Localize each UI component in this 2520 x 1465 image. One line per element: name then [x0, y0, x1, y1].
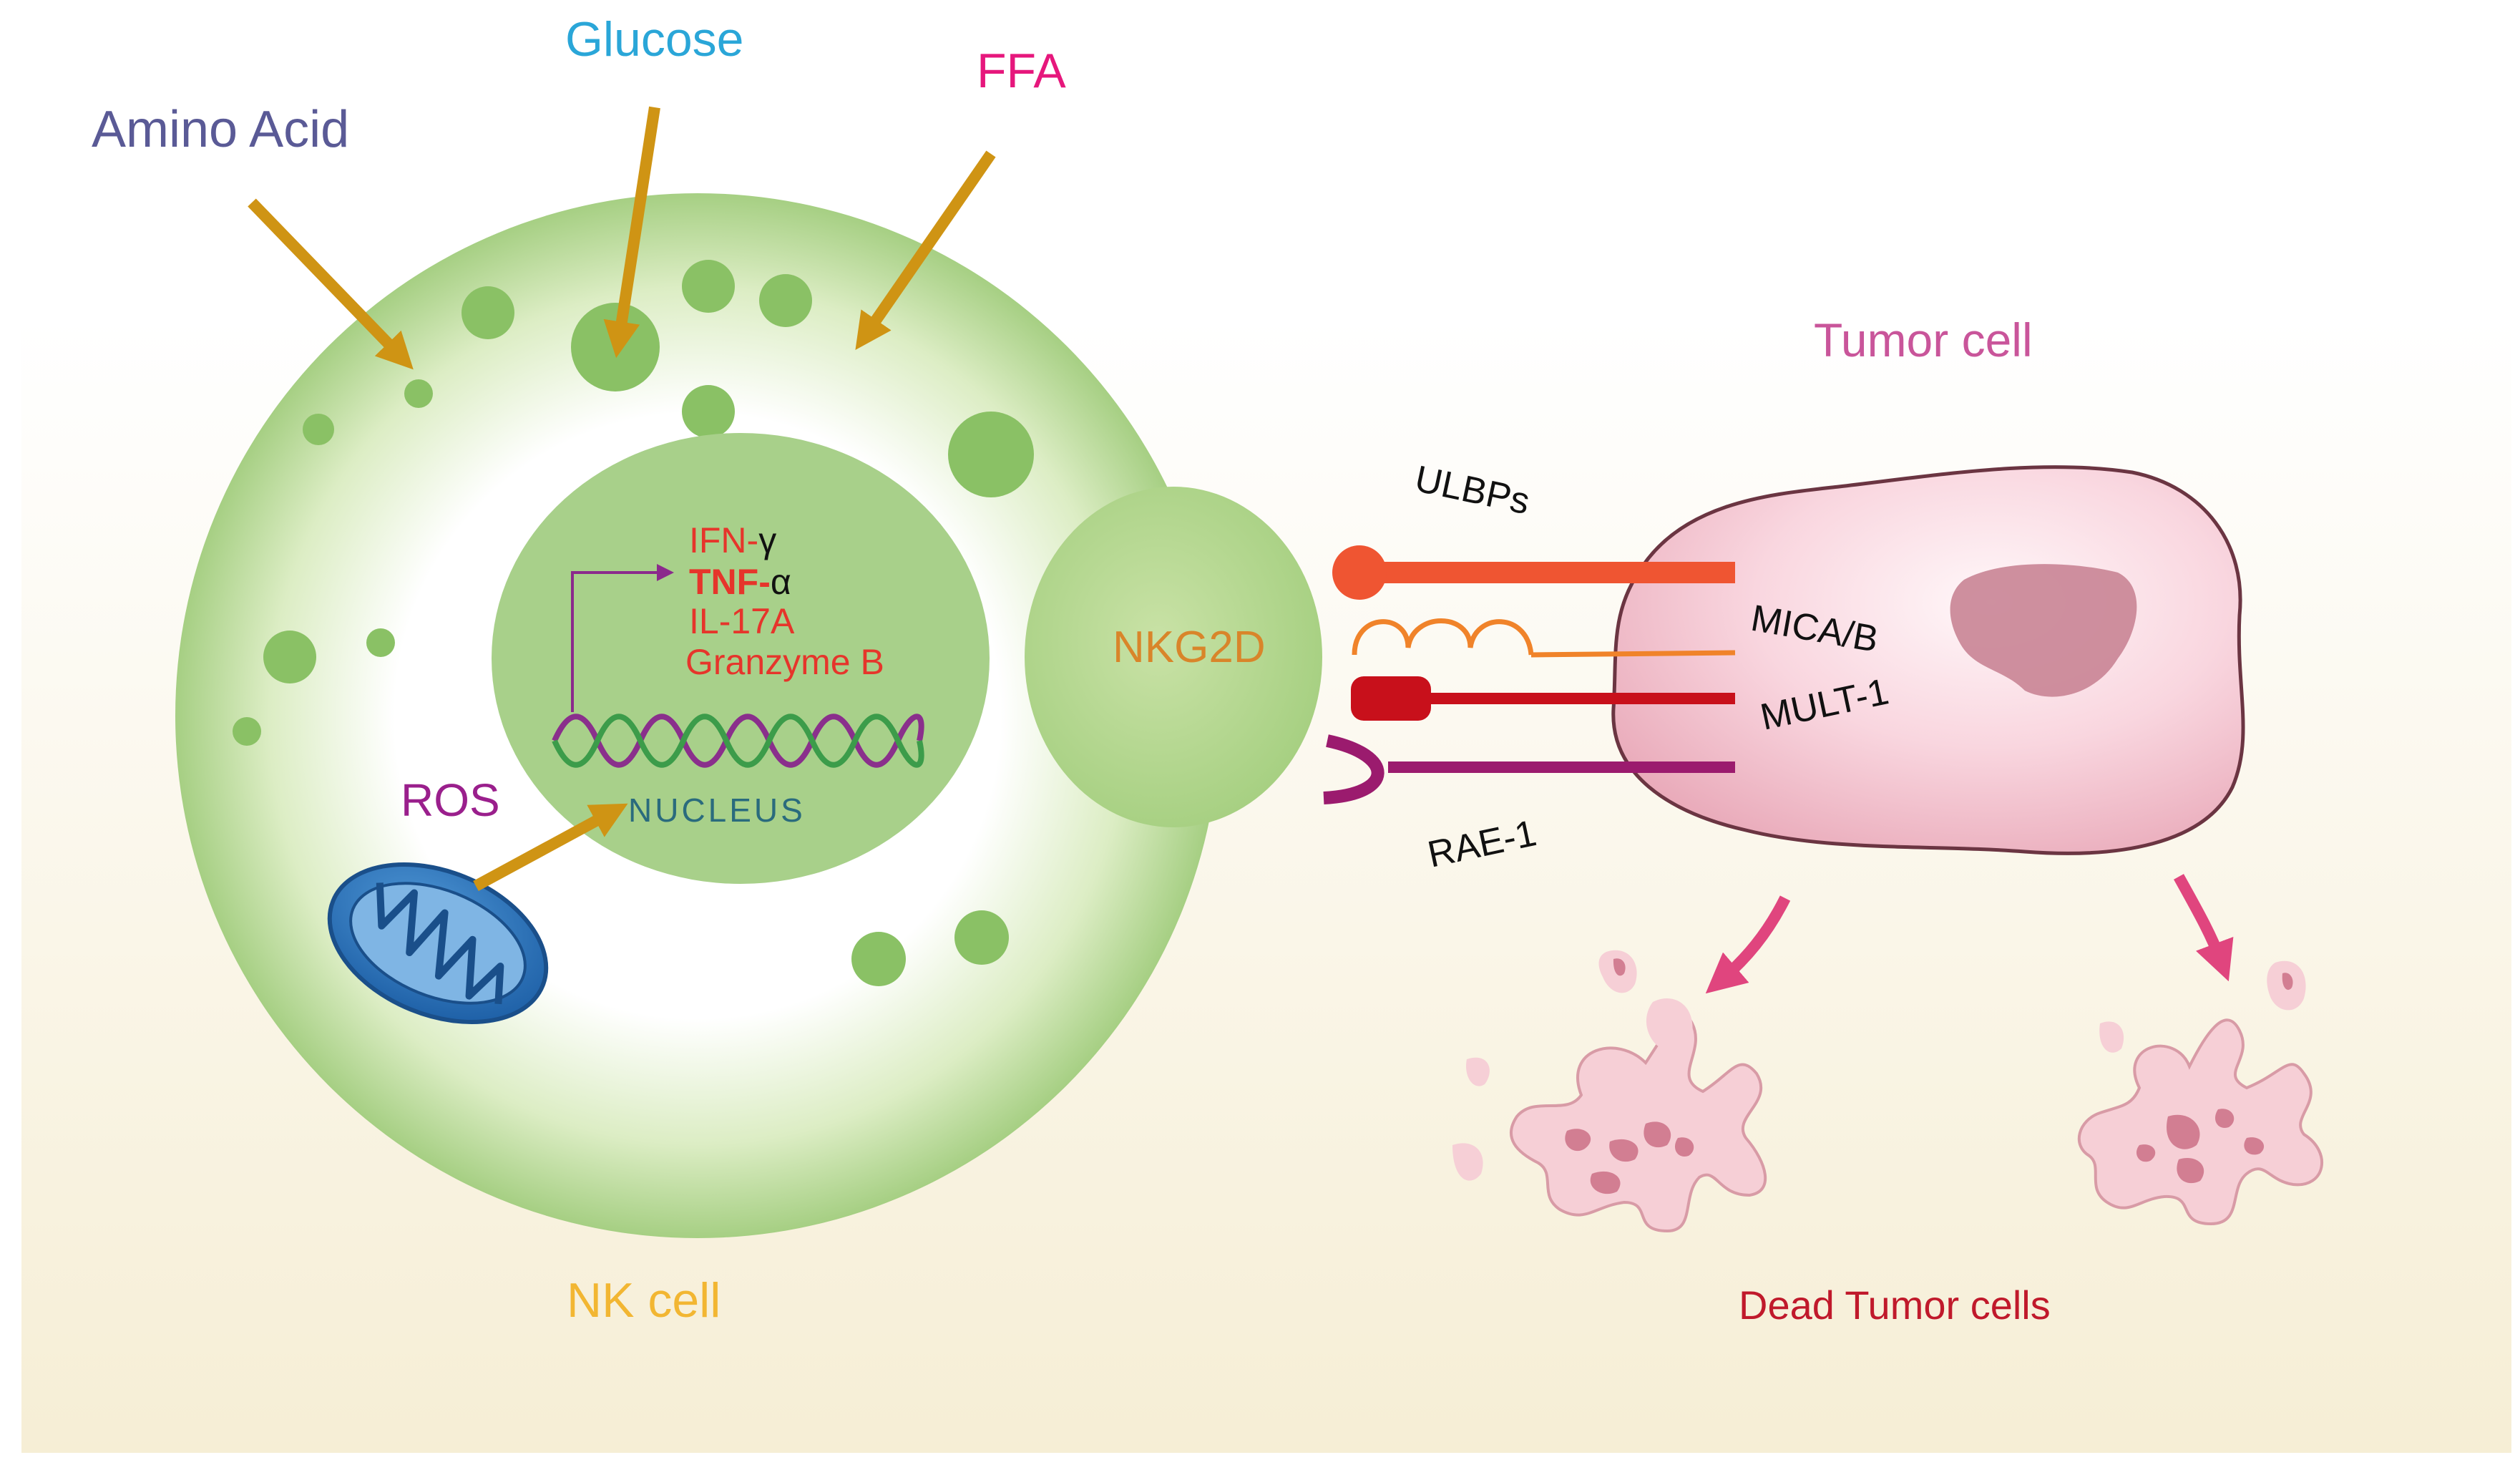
debris — [1452, 1143, 1483, 1181]
debris — [1646, 998, 1693, 1051]
granule — [404, 379, 433, 408]
ligand-mult1 — [1351, 676, 1735, 721]
granule — [954, 910, 1009, 965]
amino-acid-arrow-icon — [248, 198, 414, 370]
granzyme-b-label: Granzyme B — [685, 642, 884, 682]
dead-tumor-cells-label: Dead Tumor cells — [1739, 1283, 2051, 1328]
amino-acid-label: Amino Acid — [92, 101, 349, 158]
granule — [366, 628, 395, 657]
debris — [2099, 1021, 2124, 1053]
nucleus — [492, 433, 990, 884]
glucose-arrow-icon — [603, 106, 660, 359]
ligand-rae1 — [1323, 734, 1735, 804]
dna-helix-icon — [552, 714, 924, 768]
ifn-gamma-label: IFN-γ — [689, 520, 776, 560]
transcription-arrow-icon — [571, 564, 674, 712]
debris — [2282, 973, 2293, 991]
granule — [303, 414, 334, 445]
granule — [263, 631, 316, 683]
granule — [682, 385, 735, 438]
death-arrow-left-icon — [1705, 895, 1791, 994]
granule — [571, 303, 660, 391]
granule — [759, 274, 812, 327]
debris — [1613, 958, 1626, 976]
granule — [948, 412, 1034, 497]
nk-cell-label: NK cell — [567, 1273, 721, 1328]
ffa-label: FFA — [977, 44, 1066, 98]
granule — [851, 932, 906, 986]
nkg2d-label: NKG2D — [1113, 623, 1266, 672]
debris — [1466, 1057, 1490, 1086]
tnf-prefix: TNF- — [689, 562, 771, 602]
ffa-arrow-icon — [855, 150, 996, 351]
tnf-alpha-label: TNF-α — [689, 562, 791, 602]
il17a-label: IL-17A — [689, 601, 795, 641]
tumor-cell-label: Tumor cell — [1814, 313, 2033, 366]
ros-label: ROS — [401, 774, 500, 826]
mitochondrion-icon — [327, 862, 549, 1024]
ligand-mica-b — [1352, 618, 1736, 658]
tumor-cell-body — [1611, 465, 2245, 855]
granule — [233, 717, 261, 746]
ifn-suffix: γ — [758, 520, 776, 560]
granule — [461, 286, 514, 339]
ligand-ulbps — [1332, 545, 1735, 600]
ifn-prefix: IFN- — [689, 520, 758, 560]
death-arrow-right-icon — [2174, 874, 2234, 982]
ros-arrow-icon — [473, 803, 628, 892]
granule — [682, 260, 735, 313]
nk-granules — [233, 260, 1034, 986]
dead-tumor-cell-2 — [2077, 1018, 2324, 1226]
glucose-label: Glucose — [565, 12, 743, 67]
nucleus-label: NUCLEUS — [628, 792, 806, 829]
tnf-suffix: α — [771, 562, 791, 602]
nkg2d-receptor — [1025, 487, 1322, 827]
tumor-nucleus — [1950, 564, 2137, 697]
